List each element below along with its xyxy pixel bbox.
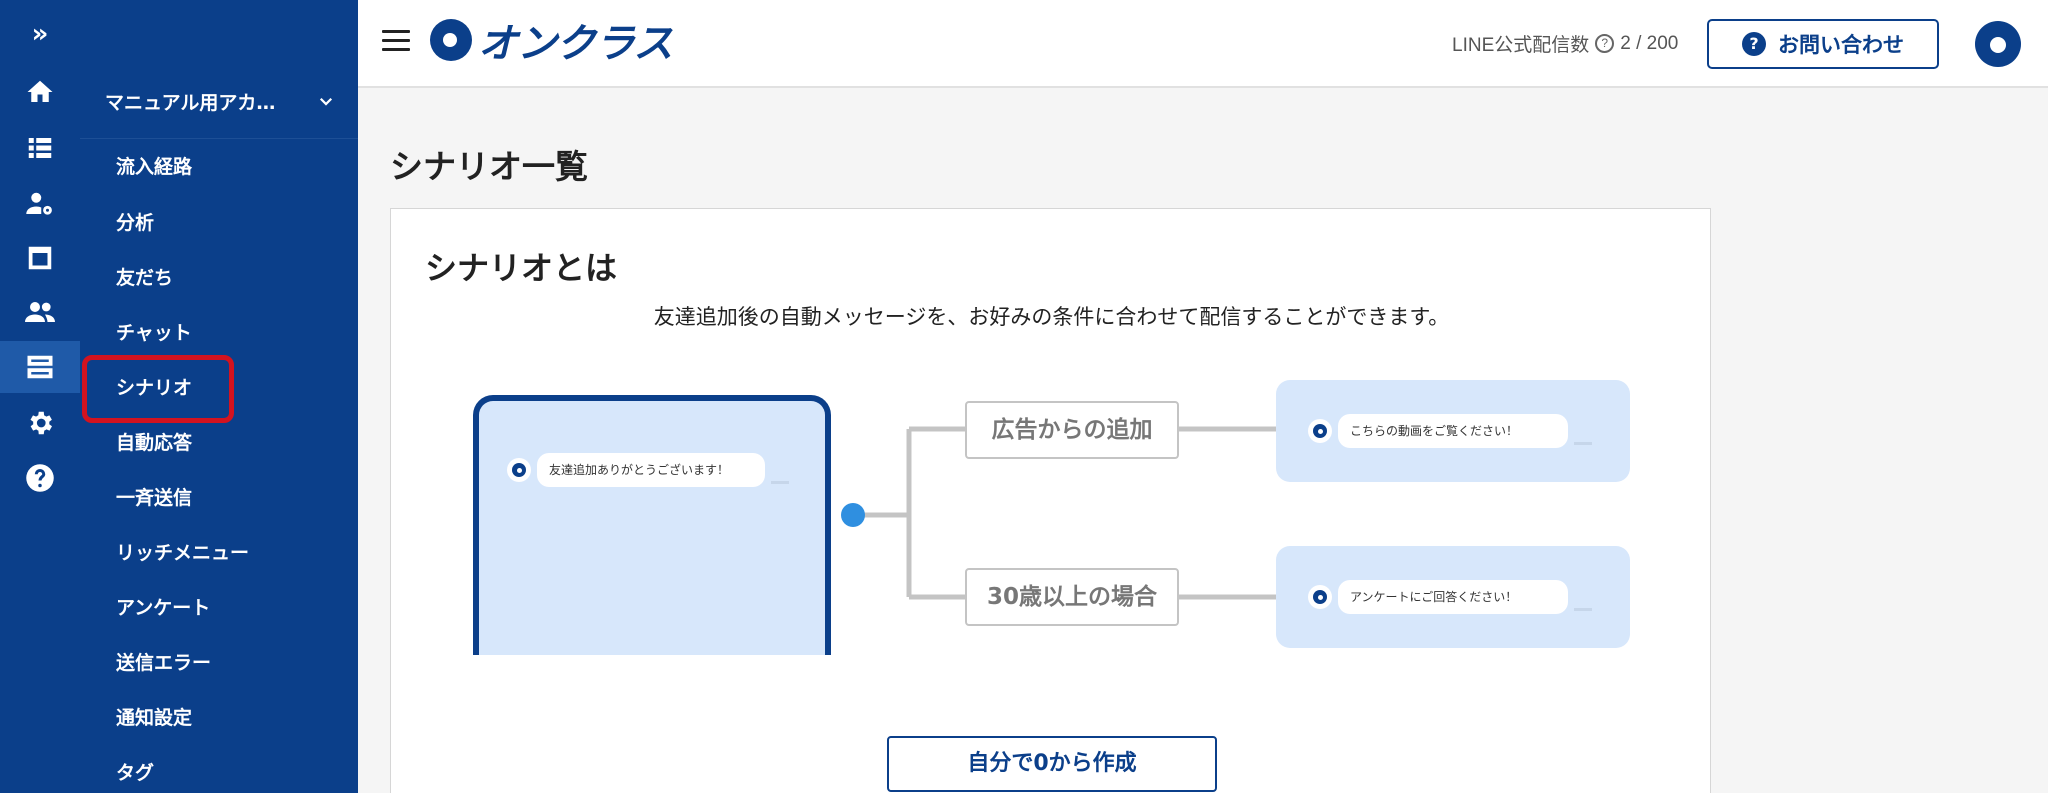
storage-icon (27, 355, 53, 379)
active-item-highlight (82, 355, 234, 423)
condition-ad-inflow: 広告からの追加 (965, 401, 1179, 459)
branch-message-bubble-1: こちらの動画をご覧ください！ (1338, 414, 1568, 448)
line-count-value: 2 / 200 (1620, 32, 1679, 54)
expand-sidebar-button[interactable]: » (0, 8, 80, 60)
rail-settings[interactable] (0, 397, 80, 449)
subnav-item-scenario[interactable]: シナリオ (116, 377, 193, 399)
phone-message-row: 友達追加ありがとうございます！ (507, 453, 789, 487)
subnav-item-analysis[interactable]: 分析 (116, 212, 155, 234)
rail-help[interactable] (0, 452, 80, 504)
gear-icon (30, 411, 53, 435)
help-icon: ? (1742, 32, 1766, 56)
line-count-label: LINE公式配信数 (1452, 35, 1590, 56)
line-delivery-count: LINE公式配信数 ? 2 / 200 (1452, 30, 1678, 57)
hamburger-menu-icon[interactable] (382, 30, 410, 54)
condition-age-30-plus: 30歳以上の場合 (965, 568, 1179, 626)
rail-home[interactable] (0, 66, 80, 118)
chevron-down-icon (317, 92, 335, 110)
timestamp-placeholder (1574, 441, 1592, 445)
phone-illustration: 友達追加ありがとうございます！ (473, 395, 831, 655)
branch-message-box-2: アンケートにご回答ください！ (1276, 546, 1630, 648)
logo-mark-icon (1308, 419, 1332, 443)
icon-rail: » (0, 0, 80, 793)
logo-text: オンクラス (478, 21, 673, 67)
app-logo[interactable]: オンクラス (430, 18, 673, 67)
contact-label: お問い合わせ (1778, 33, 1904, 57)
subnav-item-send-errors[interactable]: 送信エラー (116, 652, 212, 674)
people-icon (25, 302, 55, 322)
contact-button[interactable]: ? お問い合わせ (1707, 19, 1939, 69)
double-chevron-right-icon: » (31, 19, 49, 49)
phone-message-bubble: 友達追加ありがとうございます！ (537, 453, 765, 487)
help-icon (26, 464, 54, 492)
scenario-intro-card: シナリオとは 友達追加後の自動メッセージを、お好みの条件に合わせて配信することが… (390, 208, 1711, 793)
subnav-item-survey[interactable]: アンケート (116, 597, 211, 619)
logo-mark-icon (1308, 585, 1332, 609)
subnav-item-broadcast[interactable]: 一斉送信 (116, 487, 193, 509)
card-title: シナリオとは (425, 249, 618, 287)
start-node-dot (841, 503, 865, 527)
subnav-item-rich-menu[interactable]: リッチメニュー (116, 542, 250, 564)
subnav-item-tags[interactable]: タグ (116, 762, 155, 784)
question-circle-icon[interactable]: ? (1595, 34, 1615, 53)
sub-navigation: マニュアル用アカ… 流入経路 分析 友だち チャット シナリオ 自動応答 一斉送… (80, 0, 358, 793)
home-icon (27, 80, 53, 102)
subnav-item-inflow[interactable]: 流入経路 (116, 156, 193, 178)
card-description: 友達追加後の自動メッセージを、お好みの条件に合わせて配信することができます。 (653, 305, 1450, 329)
user-settings-icon (26, 192, 52, 215)
avatar[interactable] (1975, 21, 2021, 67)
rail-window[interactable] (0, 232, 80, 284)
timestamp-placeholder (1574, 607, 1592, 611)
branch-message-bubble-2: アンケートにご回答ください！ (1338, 580, 1568, 614)
subnav-item-friends[interactable]: 友だち (116, 267, 174, 289)
rail-list[interactable] (0, 122, 80, 174)
account-selector[interactable]: マニュアル用アカ… (105, 86, 335, 116)
create-from-scratch-button[interactable]: 自分で0から作成 (887, 736, 1217, 792)
subnav-divider (80, 138, 358, 139)
subnav-item-chat[interactable]: チャット (116, 322, 192, 344)
page-title: シナリオ一覧 (390, 147, 588, 186)
rail-people[interactable] (0, 286, 80, 338)
branch-message-box-1: こちらの動画をご覧ください！ (1276, 380, 1630, 482)
subnav-item-notifications[interactable]: 通知設定 (116, 707, 193, 729)
window-icon (28, 246, 52, 270)
list-icon (28, 138, 52, 158)
account-name: マニュアル用アカ… (105, 91, 276, 114)
branch-message-row-2: アンケートにご回答ください！ (1308, 580, 1592, 614)
logo-mark-icon (507, 458, 531, 482)
logo-mark-icon (430, 19, 472, 61)
rail-user-settings[interactable] (0, 178, 80, 230)
timestamp-placeholder (771, 480, 789, 484)
rail-storage[interactable] (0, 341, 80, 393)
top-header: オンクラス LINE公式配信数 ? 2 / 200 ? お問い合わせ (358, 0, 2048, 88)
scenario-branch-connector (841, 426, 1276, 600)
subnav-item-auto-reply[interactable]: 自動応答 (116, 432, 193, 454)
branch-message-row-1: こちらの動画をご覧ください！ (1308, 414, 1592, 448)
